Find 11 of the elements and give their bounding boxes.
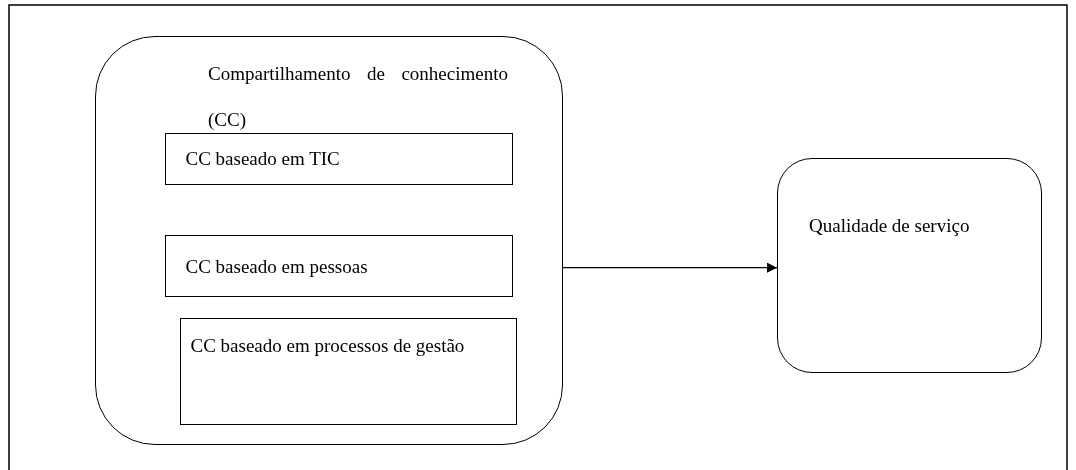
arrow bbox=[562, 262, 778, 273]
process-box bbox=[179, 317, 517, 425]
node-label: Compartilhamento de conhecimento (CC) bbox=[208, 62, 508, 132]
rounded-group-box bbox=[95, 36, 563, 445]
node-label: CC baseado em pessoas bbox=[185, 254, 369, 279]
process-box bbox=[164, 132, 513, 185]
process-box bbox=[164, 234, 513, 297]
rounded-box bbox=[777, 158, 1042, 373]
node-label: CC baseado em TIC bbox=[185, 146, 341, 171]
node-label: CC baseado em processos de gestão bbox=[190, 333, 466, 358]
node-label: Qualidade de serviço bbox=[809, 214, 971, 238]
